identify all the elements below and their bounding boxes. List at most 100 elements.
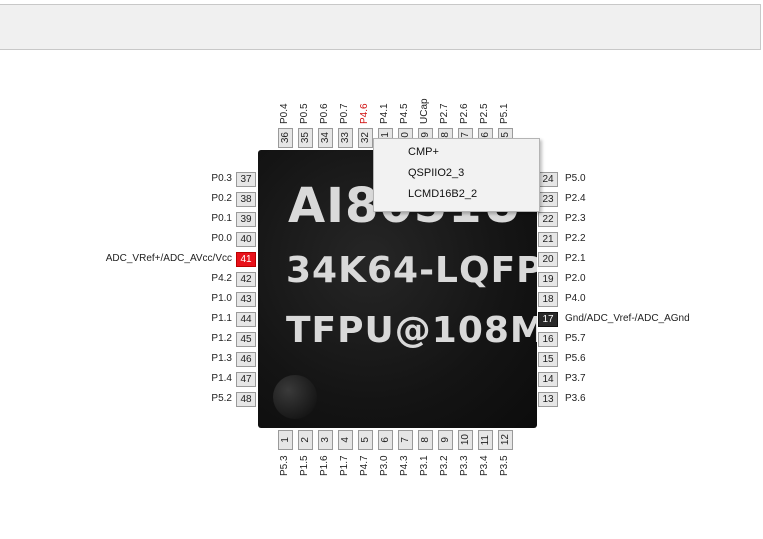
pin-box-13[interactable]: 13 (538, 392, 558, 407)
pin-number-36: 36 (280, 132, 291, 144)
pin-box-23[interactable]: 23 (538, 192, 558, 207)
pin-number-33: 33 (340, 132, 351, 144)
pin-number-1: 1 (280, 437, 291, 443)
pin-number-32: 32 (360, 132, 371, 144)
pin-box-8[interactable]: 8 (418, 430, 433, 450)
pin-label-29: UCap (419, 98, 430, 124)
pin-box-37[interactable]: 37 (236, 172, 256, 187)
pin-label-11: P3.4 (479, 455, 490, 476)
pin-function-context-menu: CMP+ QSPIIO2_3 LCMD16B2_2 (373, 138, 540, 212)
pin-box-7[interactable]: 7 (398, 430, 413, 450)
pin-label-43: P1.0 (211, 293, 232, 304)
pin-label-47: P1.4 (211, 373, 232, 384)
pin-box-18[interactable]: 18 (538, 292, 558, 307)
pin-label-6: P3.0 (379, 455, 390, 476)
pin-label-24: P5.0 (565, 173, 586, 184)
pin-box-33[interactable]: 33 (338, 128, 353, 148)
pin-label-15: P5.6 (565, 353, 586, 364)
toolbar-area (0, 4, 761, 50)
pin-label-19: P2.0 (565, 273, 586, 284)
pin-box-3[interactable]: 3 (318, 430, 333, 450)
pin-box-36[interactable]: 36 (278, 128, 293, 148)
pin-label-32: P4.6 (359, 103, 370, 124)
pin-label-37: P0.3 (211, 173, 232, 184)
pin-box-44[interactable]: 44 (236, 312, 256, 327)
pin-label-44: P1.1 (211, 313, 232, 324)
pin-label-26: P2.5 (479, 103, 490, 124)
pin-box-34[interactable]: 34 (318, 128, 333, 148)
menu-item-lcmd16b2-2[interactable]: LCMD16B2_2 (408, 188, 478, 200)
pin-label-41: ADC_VRef+/ADC_AVcc/Vcc (105, 253, 232, 264)
pin-label-14: P3.7 (565, 373, 586, 384)
pin-box-38[interactable]: 38 (236, 192, 256, 207)
pin-number-34: 34 (320, 132, 331, 144)
pin-label-35: P0.5 (299, 103, 310, 124)
pin-box-10[interactable]: 10 (458, 430, 473, 450)
pin-box-21[interactable]: 21 (538, 232, 558, 247)
pin-label-12: P3.5 (499, 455, 510, 476)
pin-box-45[interactable]: 45 (236, 332, 256, 347)
pin-label-36: P0.4 (279, 103, 290, 124)
pin-label-13: P3.6 (565, 393, 586, 404)
pin-box-40[interactable]: 40 (236, 232, 256, 247)
pin-label-20: P2.1 (565, 253, 586, 264)
pin-label-5: P4.7 (359, 455, 370, 476)
pin-box-15[interactable]: 15 (538, 352, 558, 367)
pin-box-12[interactable]: 12 (498, 430, 513, 450)
pin-number-11: 11 (480, 434, 491, 446)
pin-box-32[interactable]: 32 (358, 128, 373, 148)
pin-label-45: P1.2 (211, 333, 232, 344)
pin-box-19[interactable]: 19 (538, 272, 558, 287)
pin-label-18: P4.0 (565, 293, 586, 304)
pin-box-47[interactable]: 47 (236, 372, 256, 387)
pin-box-2[interactable]: 2 (298, 430, 313, 450)
pin-label-38: P0.2 (211, 193, 232, 204)
pin-number-5: 5 (360, 437, 371, 443)
pin-number-4: 4 (340, 437, 351, 443)
pin-box-1[interactable]: 1 (278, 430, 293, 450)
pin-number-7: 7 (400, 437, 411, 443)
pin-label-30: P4.5 (399, 103, 410, 124)
pin-label-23: P2.4 (565, 193, 586, 204)
pin-box-43[interactable]: 43 (236, 292, 256, 307)
chip-marking-line2: 34K64-LQFP48 (286, 250, 537, 291)
pin-box-4[interactable]: 4 (338, 430, 353, 450)
pin-label-8: P3.1 (419, 455, 430, 476)
pin-box-11[interactable]: 11 (478, 430, 493, 450)
pin-label-16: P5.7 (565, 333, 586, 344)
pin-number-10: 10 (460, 434, 471, 446)
pin-box-24[interactable]: 24 (538, 172, 558, 187)
pin-box-48[interactable]: 48 (236, 392, 256, 407)
chip-marking-line3: TFPU@108M (286, 310, 537, 351)
pin-box-17[interactable]: 17 (538, 312, 558, 327)
pin-label-4: P1.7 (339, 455, 350, 476)
pin-label-34: P0.6 (319, 103, 330, 124)
pin-box-42[interactable]: 42 (236, 272, 256, 287)
pin-box-6[interactable]: 6 (378, 430, 393, 450)
pin-box-16[interactable]: 16 (538, 332, 558, 347)
pin-label-10: P3.3 (459, 455, 470, 476)
pin-box-14[interactable]: 14 (538, 372, 558, 387)
pin-box-22[interactable]: 22 (538, 212, 558, 227)
pin-number-35: 35 (300, 132, 311, 144)
pin-number-3: 3 (320, 437, 331, 443)
menu-item-qspiio2-3[interactable]: QSPIIO2_3 (408, 167, 465, 179)
pin-number-2: 2 (300, 437, 311, 443)
pin1-marker-dot (273, 375, 317, 419)
pin-box-41[interactable]: 41 (236, 252, 256, 267)
pin-label-17: Gnd/ADC_Vref-/ADC_AGnd (565, 313, 690, 324)
pin-label-28: P2.7 (439, 103, 450, 124)
pin-box-35[interactable]: 35 (298, 128, 313, 148)
pin-box-39[interactable]: 39 (236, 212, 256, 227)
pin-box-9[interactable]: 9 (438, 430, 453, 450)
pin-box-20[interactable]: 20 (538, 252, 558, 267)
pin-label-21: P2.2 (565, 233, 586, 244)
pin-label-42: P4.2 (211, 273, 232, 284)
pin-label-1: P5.3 (279, 455, 290, 476)
pin-number-8: 8 (420, 437, 431, 443)
menu-item-cmp-plus[interactable]: CMP+ (408, 146, 439, 158)
pin-box-46[interactable]: 46 (236, 352, 256, 367)
pin-box-5[interactable]: 5 (358, 430, 373, 450)
pin-label-33: P0.7 (339, 103, 350, 124)
pin-number-6: 6 (380, 437, 391, 443)
